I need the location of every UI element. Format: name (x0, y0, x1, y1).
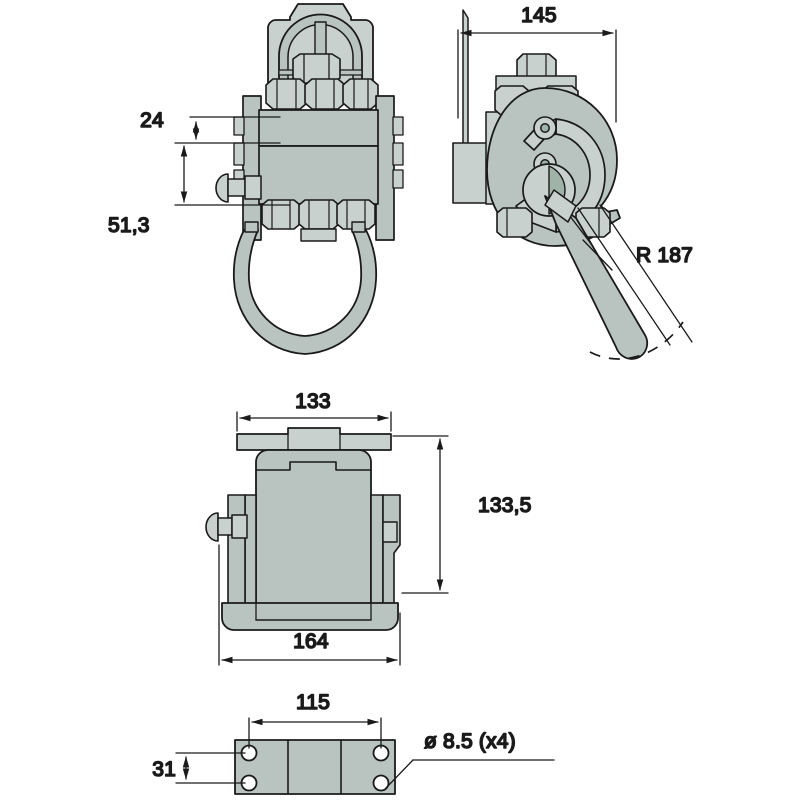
dimension-31: 31 (151, 752, 246, 784)
bottom-plate (234, 739, 396, 795)
side-view-group: 145 R 187 (452, 3, 694, 360)
rear-bottom-base (221, 602, 399, 631)
dimension-51-3-label: 51,3 (108, 214, 150, 237)
dimension-51-3: 51,3 (107, 145, 291, 238)
front-nut-row-b (265, 78, 379, 110)
rear-top-flange (236, 427, 392, 451)
front-side-plates (233, 95, 404, 241)
bottom-mounting-holes (240, 744, 390, 792)
dimension-24: 24 (139, 108, 281, 144)
dimension-145: 145 (457, 3, 617, 123)
dimension-133-label: 133 (295, 390, 331, 413)
side-operating-lever (544, 189, 649, 360)
dimension-164-label: 164 (293, 630, 329, 653)
rear-main-body (255, 449, 372, 621)
dimension-115: 115 (248, 690, 382, 749)
bottom-view-group: 115 31 ø 8.5 (x4) (151, 690, 555, 795)
dimension-r187-label: R 187 (636, 244, 693, 267)
dimension-133: 133 (236, 389, 392, 432)
rear-view-group: 133 133,5 164 (205, 389, 532, 666)
front-body-block (258, 109, 379, 205)
dimension-164: 164 (218, 544, 401, 666)
dimension-hole-callout-label: ø 8.5 (x4) (424, 730, 516, 753)
front-u-hook (232, 221, 378, 355)
rear-left-bracket (227, 494, 257, 611)
side-swing-arc (589, 321, 684, 360)
radius-leader-lines (577, 204, 693, 346)
front-view-group: 24 51,3 (107, 3, 404, 355)
dimension-24-label: 24 (140, 109, 164, 132)
dimension-145-label: 145 (521, 4, 557, 27)
rear-right-bracket (370, 494, 401, 611)
rear-pin-knob (205, 512, 248, 542)
dimension-hole-callout: ø 8.5 (x4) (385, 729, 555, 789)
dimension-r187: R 187 (635, 243, 693, 268)
dimension-133-5-label: 133,5 (478, 494, 532, 517)
dimension-133-5: 133,5 (392, 435, 532, 594)
side-nut-cluster-bottom (496, 207, 611, 238)
dimension-31-label: 31 (152, 758, 176, 781)
front-pin-knob (215, 173, 262, 203)
dimension-115-label: 115 (296, 691, 330, 714)
